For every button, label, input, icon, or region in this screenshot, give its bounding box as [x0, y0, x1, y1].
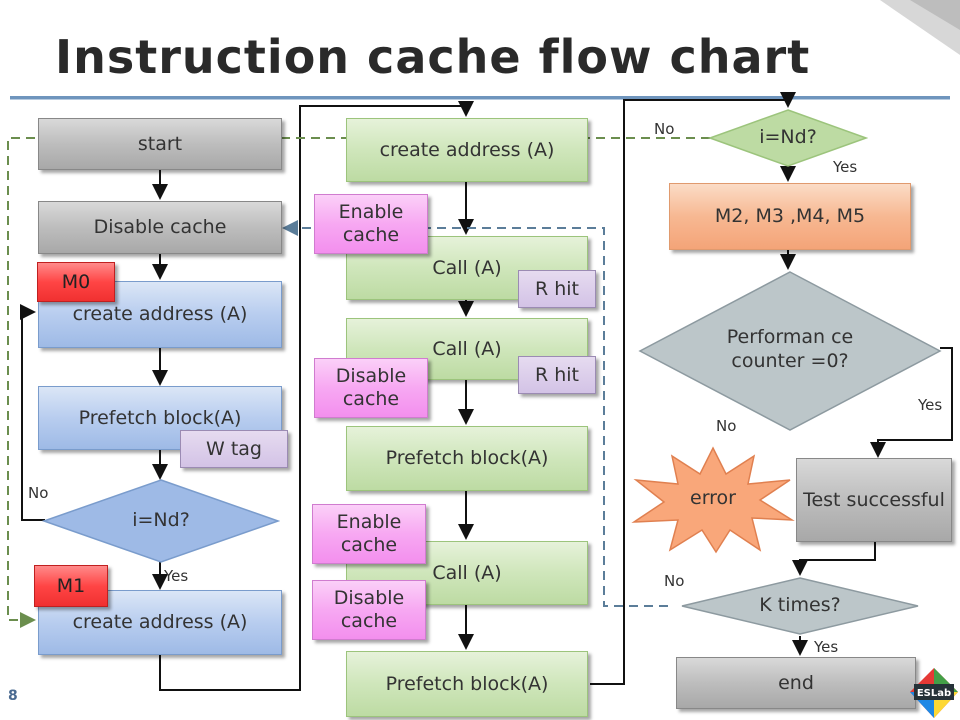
- prefetch-block-box: Prefetch block(A): [38, 386, 282, 450]
- prefetch-block-abar-box: Prefetch block(A): [346, 651, 588, 717]
- title-divider-light: [10, 99, 950, 100]
- page-title: Instruction cache flow chart: [55, 30, 811, 84]
- corner-decoration: [880, 0, 960, 55]
- decision-label-top: i=Nd?: [759, 126, 817, 149]
- create-address-abar-box: create address (A): [346, 118, 588, 182]
- prefetch-block-abar-label: Prefetch block(A): [385, 672, 549, 695]
- enable-cache-tag-1: Enable cache: [314, 194, 428, 254]
- no-label-top: No: [654, 120, 675, 138]
- decision-label-k: K times?: [759, 594, 841, 617]
- eslab-logo: ESLab: [910, 668, 958, 718]
- decision-label-1: i=Nd?: [132, 509, 190, 532]
- end-box: end: [676, 657, 916, 709]
- enable-cache-tag-2: Enable cache: [312, 504, 426, 564]
- error-label: error: [690, 487, 736, 510]
- decision-diamond-perf: [638, 271, 942, 431]
- no-label-col1: No: [28, 484, 49, 502]
- title-divider: [10, 96, 950, 99]
- no-label-k: No: [664, 572, 685, 590]
- page-number: 8: [8, 688, 18, 704]
- disable-cache-box: Disable cache: [38, 201, 282, 254]
- no-label-perf: No: [716, 417, 737, 435]
- r-hit-tag-2: R hit: [518, 356, 596, 394]
- decision-diamond-k: [681, 577, 919, 635]
- decision-diamond-1: [42, 479, 280, 563]
- tag-w-tag: W tag: [180, 430, 288, 468]
- disable-cache-tag-1: Disable cache: [314, 358, 428, 418]
- m-list-box: M2, M3 ,M4, M5: [669, 183, 911, 250]
- decision-diamond-top: [708, 109, 868, 167]
- yes-label-k: Yes: [814, 638, 839, 656]
- yes-label-perf: Yes: [918, 396, 943, 414]
- decision-label-perf: Performan ce counter =0?: [726, 326, 854, 372]
- tag-m1: M1: [34, 565, 108, 607]
- yes-label-top: Yes: [833, 158, 858, 176]
- r-hit-tag-1: R hit: [518, 270, 596, 308]
- yes-label-col1: Yes: [164, 567, 189, 585]
- start-box: start: [38, 118, 282, 170]
- disable-cache-tag-2: Disable cache: [312, 580, 426, 640]
- prefetch-block-box-2: Prefetch block(A): [346, 426, 588, 491]
- test-successful-box: Test successful: [796, 458, 952, 542]
- error-burst-icon: [631, 446, 795, 554]
- create-address-abar-label: create address (A): [379, 138, 555, 161]
- tag-m0: M0: [37, 262, 115, 302]
- logo-text: ESLab: [917, 688, 951, 699]
